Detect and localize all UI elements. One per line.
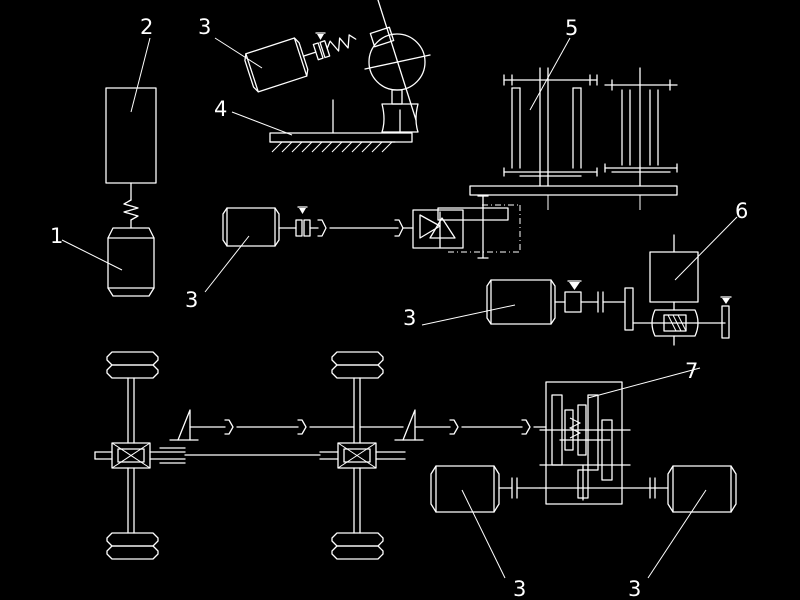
label-2: 2 — [140, 15, 153, 39]
label-6: 6 — [735, 199, 748, 223]
component-2-box — [105, 87, 157, 184]
component-3-motor-bottom-left — [430, 465, 500, 513]
leader-lines-3-4 — [214, 37, 293, 136]
component-3-motor-bottom-right — [667, 465, 737, 513]
spring — [123, 199, 139, 221]
left-axle — [94, 351, 186, 560]
leader-lines-3-6 — [421, 216, 738, 326]
label-3-top: 3 — [198, 15, 211, 39]
leader-lines-1-2 — [61, 37, 151, 271]
ground-hatch — [270, 141, 393, 153]
component-3-motor-right — [486, 279, 556, 325]
component-3-motor-middle — [222, 207, 280, 247]
leader-line-5 — [529, 37, 571, 111]
bottom-motors — [430, 465, 737, 513]
assembly-6 — [486, 234, 732, 346]
label-3-bottom-right: 3 — [628, 577, 641, 600]
assembly-middle-motor-bevel — [222, 195, 521, 259]
component-7-gearbox — [545, 381, 623, 505]
assembly-7-gearbox — [539, 381, 651, 505]
callout-labels: 2 3 4 5 1 3 6 3 7 3 3 — [50, 15, 748, 600]
label-4: 4 — [214, 97, 227, 121]
assembly-5-rolls — [469, 67, 678, 210]
leader-line-3-middle — [204, 235, 250, 293]
label-3-middle: 3 — [185, 288, 198, 312]
middle-axle — [319, 351, 406, 560]
leader-lines-bottom-3 — [461, 489, 707, 579]
leader-line-7 — [587, 367, 701, 399]
label-3-right: 3 — [403, 306, 416, 330]
assembly-top-motor-wheel — [244, 0, 431, 153]
label-1: 1 — [50, 224, 63, 248]
component-3-motor-tilted — [244, 34, 357, 93]
component-6-box — [649, 251, 699, 303]
assembly-bottom-axles — [94, 351, 547, 560]
label-3-bottom-left: 3 — [513, 577, 526, 600]
assembly-motor-spring-box — [105, 87, 157, 297]
label-7: 7 — [685, 359, 698, 383]
label-5: 5 — [565, 16, 578, 40]
